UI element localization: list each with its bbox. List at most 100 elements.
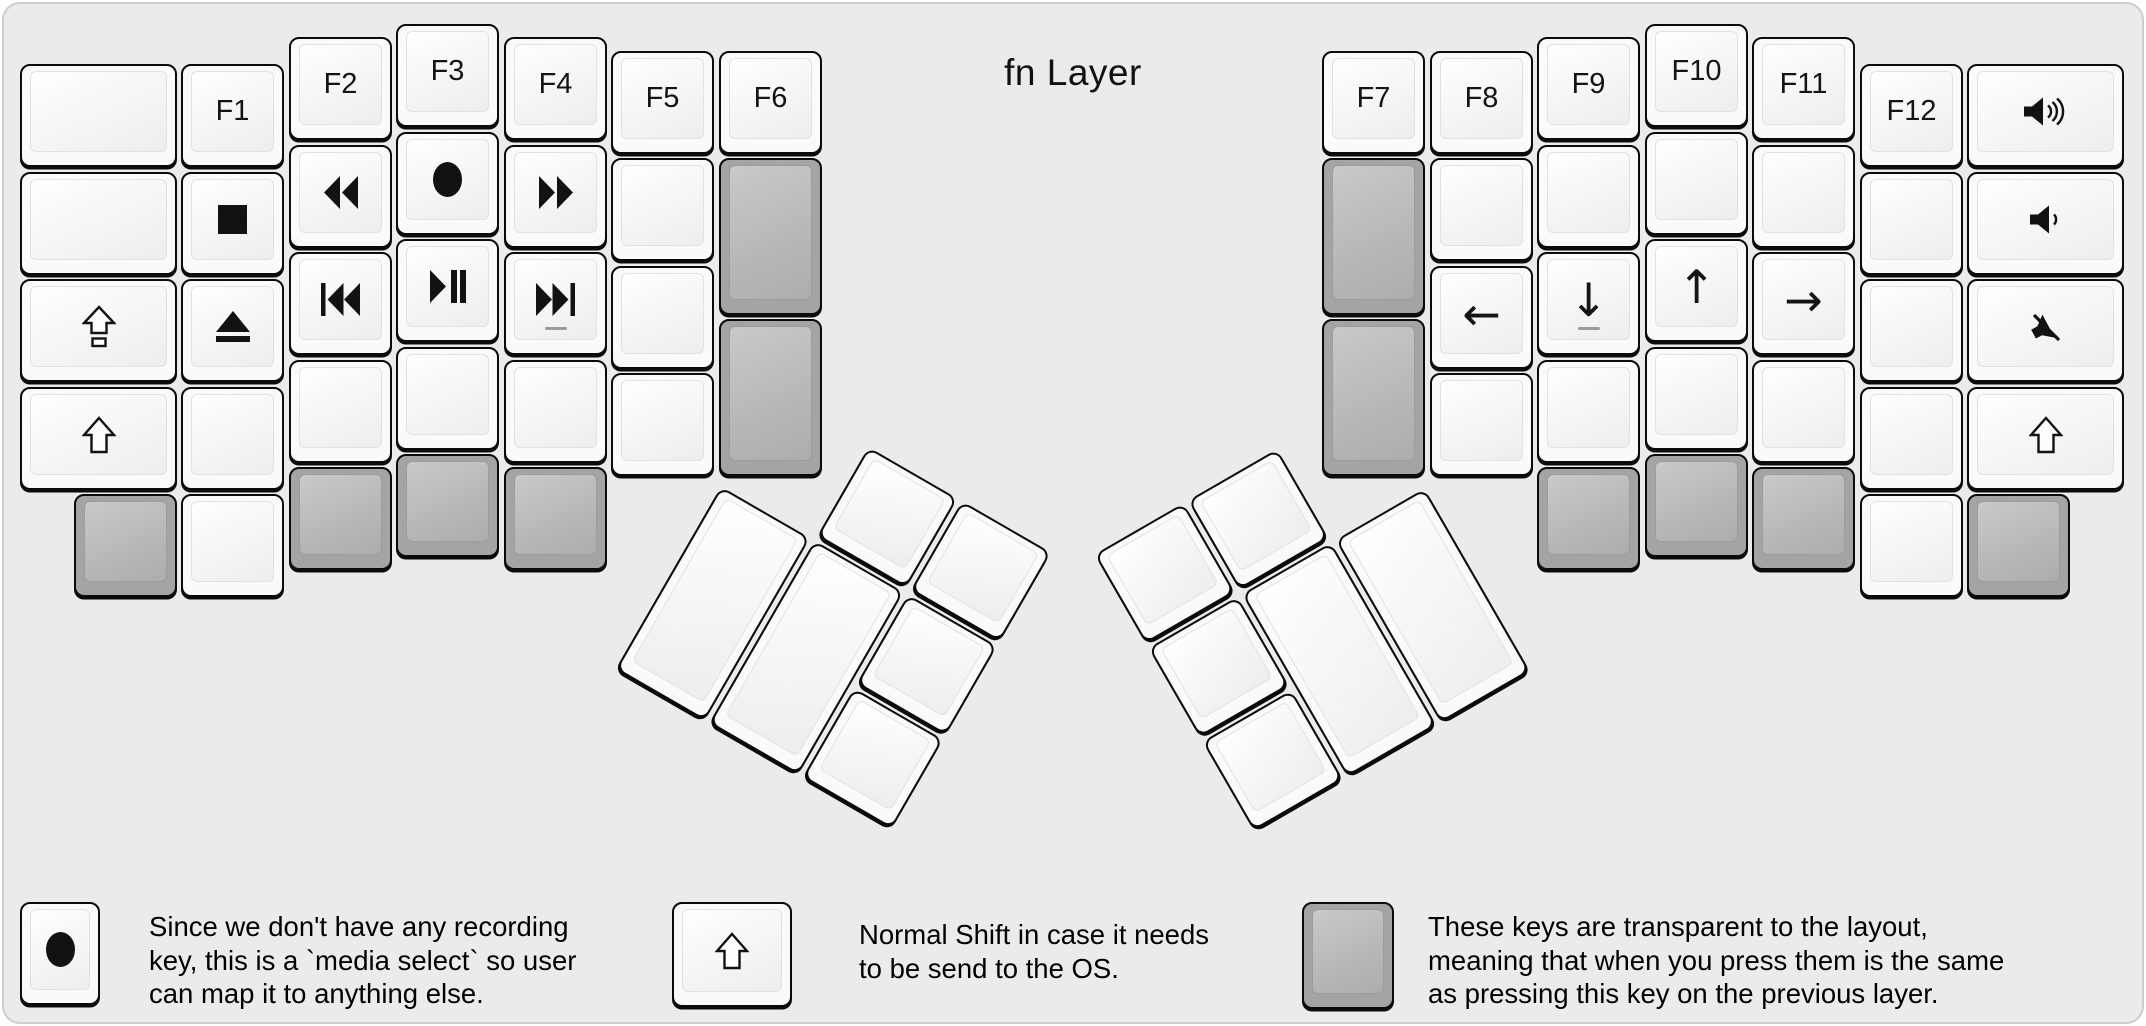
key-blank[interactable] [611, 158, 714, 261]
key-mute[interactable] [1967, 279, 2124, 382]
key-transparent[interactable] [719, 158, 822, 315]
key-transparent[interactable] [289, 467, 392, 570]
keycap-top: F11 [1762, 44, 1845, 125]
key-blank[interactable] [1537, 360, 1640, 463]
key-arrow-right[interactable]: → [1752, 252, 1855, 355]
key-blank[interactable] [1752, 145, 1855, 248]
key-media-select[interactable] [396, 132, 499, 235]
key-shift-right[interactable] [1967, 387, 2124, 490]
key-blank[interactable] [396, 347, 499, 450]
legend-line: Since we don't have any recording [149, 911, 569, 942]
key-f6[interactable]: F6 [719, 51, 822, 154]
keycap-top: F9 [1547, 44, 1630, 125]
key-transparent[interactable] [719, 319, 822, 476]
key-blank[interactable] [504, 360, 607, 463]
shift-icon [81, 415, 116, 454]
key-prev-track[interactable] [289, 252, 392, 355]
legend-record-key[interactable] [20, 902, 100, 1005]
key-f5[interactable]: F5 [611, 51, 714, 154]
key-f4[interactable]: F4 [504, 37, 607, 140]
key-f1[interactable]: F1 [181, 64, 284, 167]
keycap-top [682, 909, 782, 992]
key-f3[interactable]: F3 [396, 24, 499, 127]
key-blank[interactable] [1752, 360, 1855, 463]
key-blank[interactable] [181, 387, 284, 490]
key-transparent[interactable] [504, 467, 607, 570]
key-blank[interactable] [1860, 172, 1963, 275]
key-blank[interactable] [611, 373, 714, 476]
ffwd-icon [538, 176, 573, 209]
keycap-top [1762, 152, 1845, 233]
keycap-top: ↓ [1547, 259, 1630, 340]
keycap-top: F12 [1870, 71, 1953, 152]
key-label: F3 [430, 55, 465, 87]
key-transparent[interactable] [1645, 454, 1748, 557]
key-volume-down[interactable] [1967, 172, 2124, 275]
key-fast-forward[interactable] [504, 145, 607, 248]
keycap-top [514, 474, 597, 555]
keycap-top [1977, 286, 2114, 367]
key-transparent[interactable] [1322, 319, 1425, 476]
legend-line: key, this is a `media select` so user [149, 944, 577, 976]
key-blank[interactable] [1860, 387, 1963, 490]
key-blank[interactable] [1537, 145, 1640, 248]
key-blank[interactable] [20, 172, 177, 275]
key-volume-up[interactable] [1967, 64, 2124, 167]
keycap-top [84, 501, 167, 582]
keycap-top [191, 394, 274, 475]
key-blank[interactable] [20, 64, 177, 167]
key-f9[interactable]: F9 [1537, 37, 1640, 140]
keycap-top [1655, 139, 1738, 220]
legend-transparent-key[interactable] [1302, 902, 1394, 1009]
key-f11[interactable]: F11 [1752, 37, 1855, 140]
key-f2[interactable]: F2 [289, 37, 392, 140]
key-blank[interactable] [1860, 494, 1963, 597]
key-label: F8 [1464, 82, 1499, 114]
key-transparent[interactable] [74, 494, 177, 597]
shift-icon [715, 931, 749, 970]
keycap-top [621, 273, 704, 354]
keycap-top [1977, 394, 2114, 475]
key-label: F11 [1779, 68, 1828, 100]
key-f10[interactable]: F10 [1645, 24, 1748, 127]
homing-bar [1577, 327, 1600, 330]
legend-shift-key[interactable] [672, 902, 792, 1007]
key-blank[interactable] [611, 266, 714, 369]
keycap-top [299, 259, 382, 340]
keycap-top: F7 [1332, 58, 1415, 139]
key-play-pause[interactable] [396, 239, 499, 342]
key-f7[interactable]: F7 [1322, 51, 1425, 154]
key-f8[interactable]: F8 [1430, 51, 1533, 154]
key-transparent[interactable] [1752, 467, 1855, 570]
key-blank[interactable] [1860, 279, 1963, 382]
stop-icon [218, 205, 247, 234]
key-arrow-up[interactable]: ↑ [1645, 239, 1748, 342]
key-blank[interactable] [1645, 347, 1748, 450]
legend-line: Normal Shift in case it needs [859, 919, 1210, 950]
key-stop[interactable] [181, 172, 284, 275]
keycap-top [1655, 354, 1738, 435]
key-shift-left[interactable] [20, 387, 177, 490]
key-blank[interactable] [181, 494, 284, 597]
keycap-top [30, 394, 167, 475]
key-blank[interactable] [289, 360, 392, 463]
keycap-top: F3 [406, 31, 489, 112]
record-icon [432, 161, 463, 198]
key-eject[interactable] [181, 279, 284, 382]
keycap-top [926, 512, 1040, 624]
key-blank[interactable] [1430, 373, 1533, 476]
key-f12[interactable]: F12 [1860, 64, 1963, 167]
key-label: F7 [1356, 82, 1391, 114]
keycap-top [1977, 179, 2114, 260]
key-rewind[interactable] [289, 145, 392, 248]
key-blank[interactable] [1430, 158, 1533, 261]
key-caps-lock[interactable] [20, 279, 177, 382]
key-transparent[interactable] [396, 454, 499, 557]
key-transparent[interactable] [1967, 494, 2070, 597]
key-blank[interactable] [1645, 132, 1748, 235]
key-transparent[interactable] [1322, 158, 1425, 315]
key-arrow-down[interactable]: ↓ [1537, 252, 1640, 355]
key-arrow-left[interactable]: ← [1430, 266, 1533, 369]
key-transparent[interactable] [1537, 467, 1640, 570]
key-next-track[interactable] [504, 252, 607, 355]
